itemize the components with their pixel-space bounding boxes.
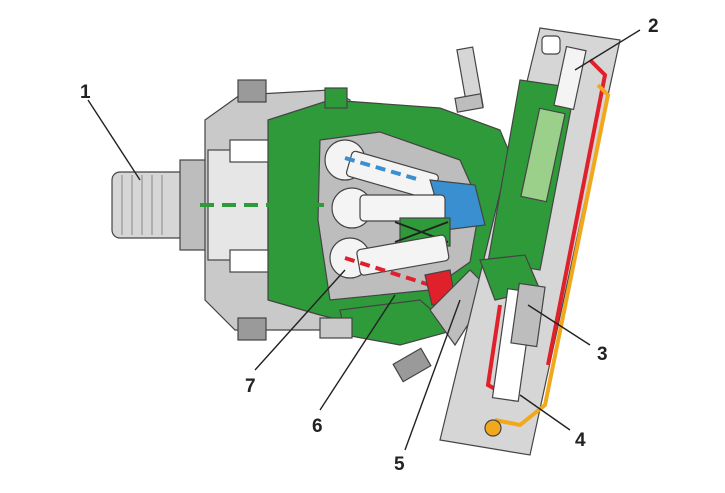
callout-label-3: 3 — [597, 344, 608, 365]
callout-label-4: 4 — [575, 430, 586, 451]
adjustment-screw — [454, 46, 484, 113]
control-valve — [541, 35, 587, 111]
callout-label-1: 1 — [80, 82, 91, 103]
callout-label-2: 2 — [648, 16, 659, 37]
leader-lines — [87, 29, 641, 451]
lower-plug — [392, 347, 432, 383]
callout-label-7: 7 — [245, 376, 256, 397]
callout-label-6: 6 — [312, 416, 323, 437]
drive-shaft — [111, 159, 209, 251]
control-module — [439, 27, 621, 456]
piston-upper — [324, 139, 439, 200]
control-pressure-channel — [484, 83, 611, 437]
callout-label-5: 5 — [394, 454, 405, 475]
positioning-piston — [491, 282, 546, 402]
